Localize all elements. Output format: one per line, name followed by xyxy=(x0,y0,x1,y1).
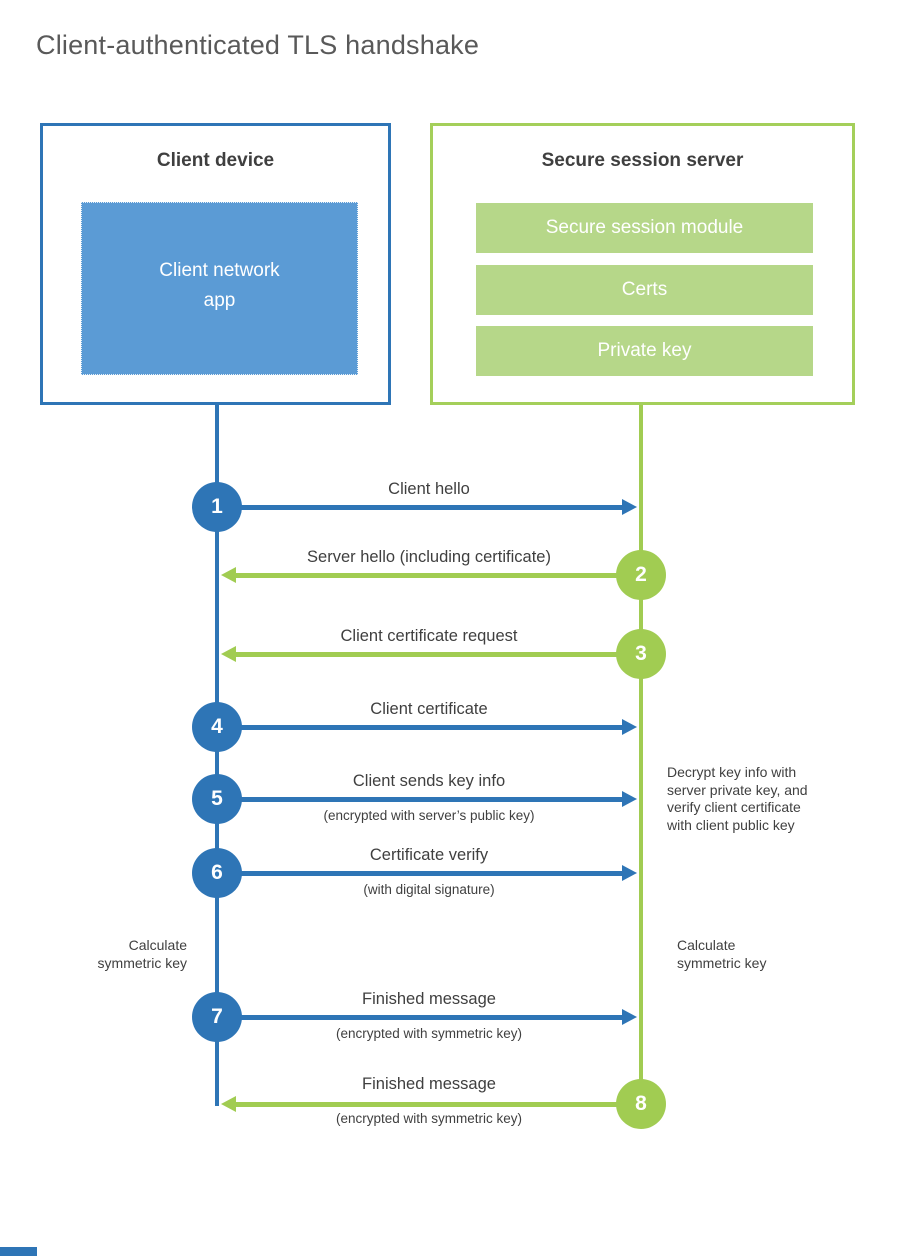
secure-session-server-box: Secure session server Secure session mod… xyxy=(430,123,855,405)
client-device-box: Client device Client network app xyxy=(40,123,391,405)
arrow-right-icon xyxy=(622,791,637,807)
arrow-right-icon xyxy=(622,499,637,515)
arrow-shaft xyxy=(236,1102,638,1107)
step-number-badge: 2 xyxy=(616,550,666,600)
step-label: Client sends key info xyxy=(352,772,506,790)
server-module-certs: Certs xyxy=(476,265,813,315)
step-sublabel: (with digital signature) xyxy=(363,882,495,897)
arrow-right-icon xyxy=(622,865,637,881)
server-module-secure-session: Secure session module xyxy=(476,203,813,253)
footer-bar-fragment xyxy=(0,1247,37,1256)
arrow-shaft xyxy=(220,797,622,802)
step-label: Certificate verify xyxy=(369,846,489,864)
calc-symmetric-key-left: Calculate symmetric key xyxy=(97,937,187,971)
arrow-shaft xyxy=(220,1015,622,1020)
arrow-shaft xyxy=(220,505,622,510)
arrow-left-icon xyxy=(221,646,236,662)
server-module-private-key: Private key xyxy=(476,326,813,376)
client-device-title: Client device xyxy=(156,150,275,171)
calc-symmetric-key-right: Calculate symmetric key xyxy=(677,937,767,971)
arrow-right-icon xyxy=(622,719,637,735)
secure-session-server-title: Secure session server xyxy=(541,150,744,171)
step-label: Client certificate request xyxy=(340,627,518,645)
arrow-left-icon xyxy=(221,1096,236,1112)
step-number-badge: 4 xyxy=(192,702,242,752)
arrow-shaft xyxy=(236,652,638,657)
step-number-badge: 7 xyxy=(192,992,242,1042)
step-sublabel: (encrypted with symmetric key) xyxy=(335,1111,523,1126)
step-sublabel: (encrypted with symmetric key) xyxy=(335,1026,523,1041)
client-network-app-box: Client network app xyxy=(81,202,358,375)
arrow-shaft xyxy=(236,573,638,578)
step-label: Finished message xyxy=(362,990,496,1008)
arrow-shaft xyxy=(220,871,622,876)
arrow-right-icon xyxy=(622,1009,637,1025)
server-lifeline xyxy=(639,405,643,1104)
step-number-badge: 6 xyxy=(192,848,242,898)
server-decrypt-note: Decrypt key info with server private key… xyxy=(667,764,808,833)
client-lifeline xyxy=(215,405,219,1106)
step-label: Client certificate xyxy=(370,700,488,718)
step-number-badge: 8 xyxy=(616,1079,666,1129)
step-label: Finished message xyxy=(362,1075,496,1093)
step-number-badge: 1 xyxy=(192,482,242,532)
step-label: Server hello (including certificate) xyxy=(307,548,551,566)
step-sublabel: (encrypted with server’s public key) xyxy=(323,808,535,823)
step-label: Client hello xyxy=(388,480,470,498)
arrow-shaft xyxy=(220,725,622,730)
page-title: Client-authenticated TLS handshake xyxy=(36,30,480,60)
arrow-left-icon xyxy=(221,567,236,583)
step-number-badge: 3 xyxy=(616,629,666,679)
step-number-badge: 5 xyxy=(192,774,242,824)
